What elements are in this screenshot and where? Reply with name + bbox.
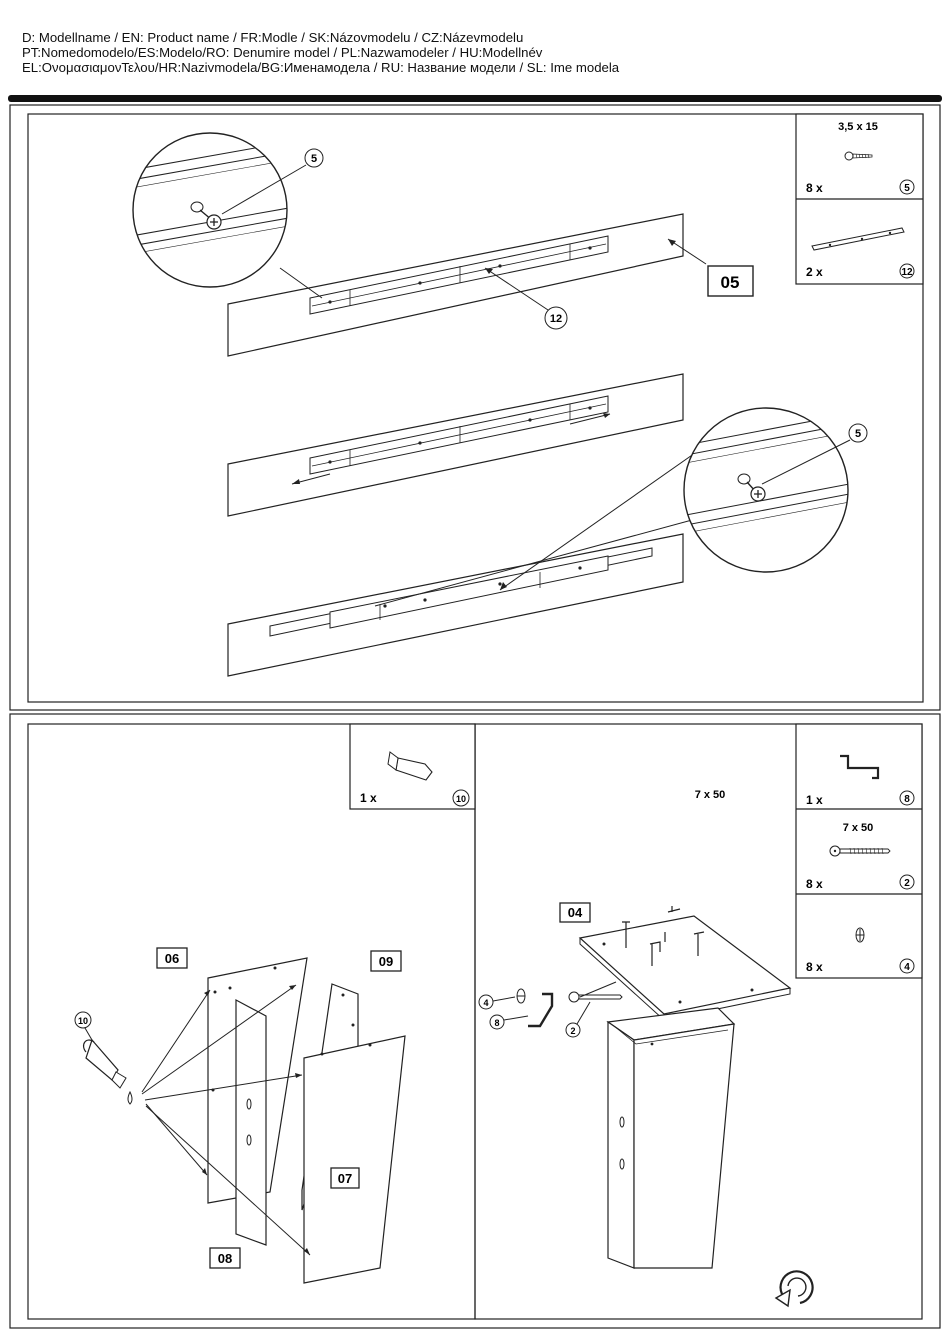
part-2-id: 2: [904, 878, 910, 889]
step1-parts-box: 3,5 x 15 8 x 5 2 x 12: [795, 113, 924, 285]
board-05-bottom: [227, 533, 684, 677]
part-4-qty: 8 x: [806, 960, 823, 974]
part-12-id: 12: [901, 267, 913, 278]
panel-label-07: 07: [338, 1171, 352, 1186]
callout-rail: 12: [550, 313, 562, 325]
callout-key: 8: [494, 1018, 499, 1028]
part-8-qty: 1 x: [806, 793, 823, 807]
glue-arrows: [127, 984, 311, 1256]
rail-12-icon: [811, 227, 905, 251]
part-10-id: 10: [456, 794, 466, 804]
header-line-1: D: Modellname / EN: Product name / FR:Mo…: [22, 30, 524, 45]
panel-label-04: 04: [568, 905, 583, 920]
detail-zoom-bottom: [374, 407, 851, 607]
screw-5-icon: [844, 151, 873, 161]
board-05-middle: [227, 373, 684, 517]
part-5-size: 3,5 x 15: [838, 121, 878, 133]
rotate-icon: [774, 1270, 814, 1308]
part-10-qty: 1 x: [360, 791, 377, 805]
header-line-3: EL:ΟνομασιαμονΤελου/HR:Nazivmodela/BG:Им…: [22, 60, 620, 75]
glue-bottle-icon: [387, 751, 433, 781]
detail-zoom-top: [132, 132, 323, 299]
part-12-qty: 2 x: [806, 265, 823, 279]
step1-frame: [27, 113, 924, 703]
part-5-qty: 8 x: [806, 181, 823, 195]
callout-screw-bottom: 5: [855, 428, 861, 440]
step3-size-label: 7 x 50: [695, 789, 726, 801]
fittings-exploded: [516, 981, 623, 1028]
cabinet-body: [606, 1007, 736, 1269]
callout-bolt: 2: [570, 1026, 575, 1036]
step3-frame: [474, 723, 923, 1320]
step1-outer-frame: [9, 104, 941, 711]
panel-label-09: 09: [379, 954, 393, 969]
panel-label-08: 08: [218, 1251, 232, 1266]
part-5-id: 5: [904, 183, 910, 194]
part-2-size: 7 x 50: [843, 822, 874, 834]
bottom-outer-frame: [9, 713, 941, 1329]
top-panel-04: [578, 906, 792, 1021]
confirmat-bolt-icon: [829, 845, 891, 857]
step3-parts-box: 1 x 8 7 x 50 8 x 2 8 x 4: [795, 723, 923, 979]
panel-07: [303, 1035, 406, 1284]
cam-lock-icon: [855, 927, 865, 943]
callout-cam: 4: [483, 998, 488, 1008]
panel-label-06: 06: [165, 951, 179, 966]
part-4-id: 4: [904, 962, 910, 973]
glue-bottle-large-icon: [82, 1027, 127, 1089]
header-rule: [8, 95, 942, 102]
callout-glue: 10: [78, 1016, 88, 1026]
allen-key-icon: [840, 754, 880, 780]
header-line-2: PT:Nomedomodelo/ES:Modelo/RO: Denumire m…: [22, 45, 543, 60]
header: D: Modellname / EN: Product name / FR:Mo…: [22, 30, 922, 75]
panel-label-05: 05: [721, 273, 740, 292]
step2-parts-box: 1 x 10: [349, 723, 476, 810]
part-2-qty: 8 x: [806, 877, 823, 891]
board-05-top: [227, 213, 684, 357]
part-8-id: 8: [904, 794, 910, 805]
panel-08: [235, 999, 267, 1246]
callout-screw-top: 5: [311, 153, 317, 165]
